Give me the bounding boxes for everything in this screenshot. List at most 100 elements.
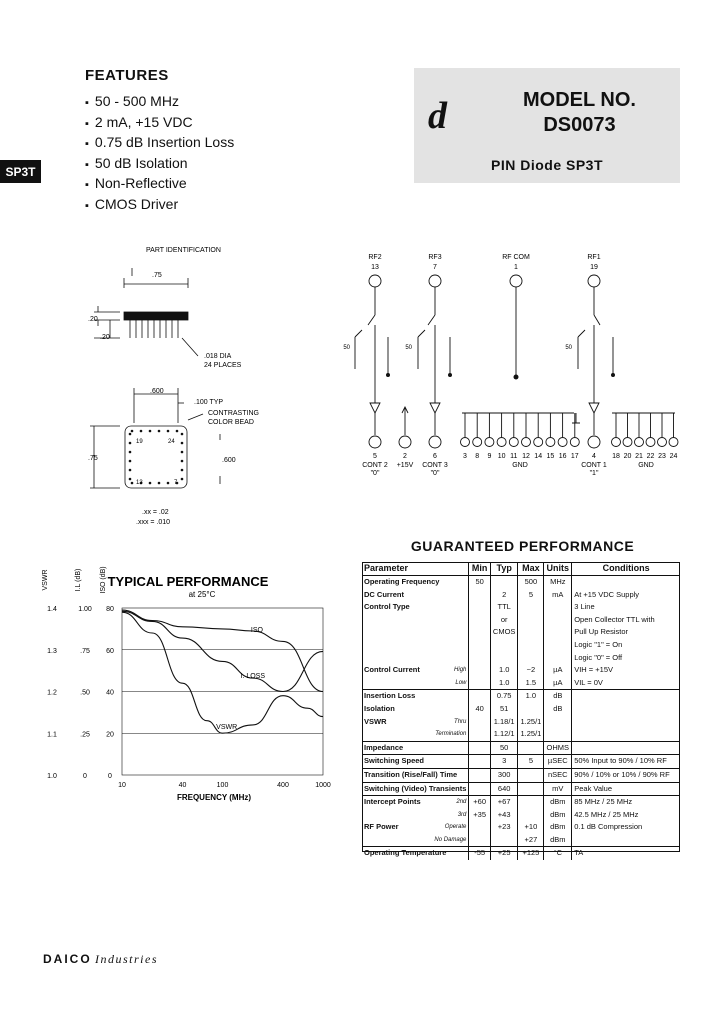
gnd-pin-number: 21 (635, 453, 643, 460)
parameter-sub: Termination (435, 731, 467, 738)
value-typ: 3 (489, 754, 518, 769)
gnd-pin-number: 16 (559, 453, 567, 460)
y-tick-label: .75 (80, 648, 90, 655)
pin-dot (180, 468, 184, 472)
gnd-pin-number: 11 (510, 453, 517, 460)
value-u (543, 601, 572, 614)
control-pin-label: CONT 2 (362, 462, 388, 469)
y-tick-label: .50 (80, 690, 90, 697)
conditions-cell: Peak Value (571, 781, 680, 796)
table-header-cell: Conditions (571, 562, 680, 576)
value-u: dB (543, 702, 572, 716)
y-tick-label: 1.2 (47, 690, 57, 697)
conditions-cell: Logic "1" = On (571, 638, 680, 652)
x-tick-label: 10 (118, 782, 126, 789)
parameter-name: VSWR (364, 716, 387, 726)
pin-dot (139, 429, 143, 433)
value-max (517, 613, 544, 627)
feature-item: CMOS Driver (85, 194, 234, 215)
x-tick-label: 400 (277, 782, 289, 789)
table-row: Logic "0" = Off (362, 651, 680, 665)
value-u: µSEC (543, 754, 572, 769)
value-min (468, 588, 491, 602)
bead-line-2: COLOR BEAD (208, 419, 254, 426)
pin-19-label: 19 (136, 439, 143, 445)
pin-dot (128, 441, 132, 445)
parameter-cell: Switching Speed (362, 754, 469, 769)
y-tick-label: 1.0 (47, 773, 57, 780)
chart-title: TYPICAL PERFORMANCE (108, 574, 269, 589)
table-header-cell: Units (543, 562, 572, 576)
value-u: mV (543, 781, 572, 796)
gnd-pin-number: 14 (534, 453, 542, 460)
value-min (468, 728, 491, 742)
x-tick-label: 40 (179, 782, 187, 789)
parameter-name: Transition (Rise/Fall) Time (364, 769, 458, 779)
value-typ: +67 (489, 795, 518, 809)
pin-dot (130, 429, 134, 433)
gnd-pin (484, 437, 495, 447)
tolerance-1: .xx = .02 (142, 509, 169, 516)
parameter-cell: Low (362, 677, 469, 690)
iso-axis-label: ISO (dB) (100, 566, 107, 593)
rf-port-pin: 19 (590, 264, 598, 271)
rf-port-name: RF1 (587, 254, 600, 261)
value-min (468, 601, 491, 614)
gnd-pin-number: 20 (624, 453, 632, 460)
dim-20a: .20 (88, 316, 98, 323)
y-tick-label: 1.4 (47, 606, 57, 613)
value-min: -55 (468, 846, 491, 861)
value-max: +27 (517, 833, 544, 847)
x-tick-label: 1000 (315, 782, 331, 789)
conditions-cell (571, 833, 680, 847)
conditions-cell (571, 689, 680, 703)
pin-dot (180, 432, 184, 436)
gnd-pin (622, 437, 633, 447)
curve-label: VSWR (216, 724, 237, 731)
gnd-pin (472, 437, 483, 447)
value-u (543, 638, 572, 652)
features-list: 50 - 500 MHz2 mA, +15 VDC0.75 dB Inserti… (85, 91, 234, 214)
value-u: µA (543, 664, 572, 677)
value-min: +60 (468, 795, 491, 809)
gnd-pin-number: 17 (571, 453, 579, 460)
pin-dot (157, 429, 161, 433)
value-min (468, 689, 491, 703)
pin-dot (180, 450, 184, 454)
parameter-sub: Operate (444, 824, 467, 831)
pin-dot (180, 441, 184, 445)
table-header-cell: Parameter (362, 562, 469, 576)
value-typ: +25 (489, 846, 518, 861)
value-max: +10 (517, 821, 544, 834)
value-min (468, 715, 491, 729)
value-typ: 2 (489, 588, 518, 602)
pin-dot (128, 432, 132, 436)
parameter-sub: No Damage (434, 836, 467, 843)
parameter-name: Operating Frequency (364, 577, 440, 586)
gnd-pin (460, 437, 470, 447)
table-header-cell: Typ (489, 562, 518, 576)
value-typ: 1.12/1 (489, 728, 518, 742)
value-typ: 51 (489, 702, 518, 716)
pin-dot (180, 459, 184, 463)
control-pin-label: CONT 1 (581, 462, 607, 469)
value-min (468, 754, 491, 769)
value-max: 1.0 (517, 689, 544, 703)
value-max (517, 601, 544, 614)
conditions-cell: VIH = +15V (571, 664, 680, 677)
pin-dot (175, 481, 179, 485)
rf-port-name: RF2 (368, 254, 381, 261)
parameter-sub: 2nd (456, 799, 467, 806)
